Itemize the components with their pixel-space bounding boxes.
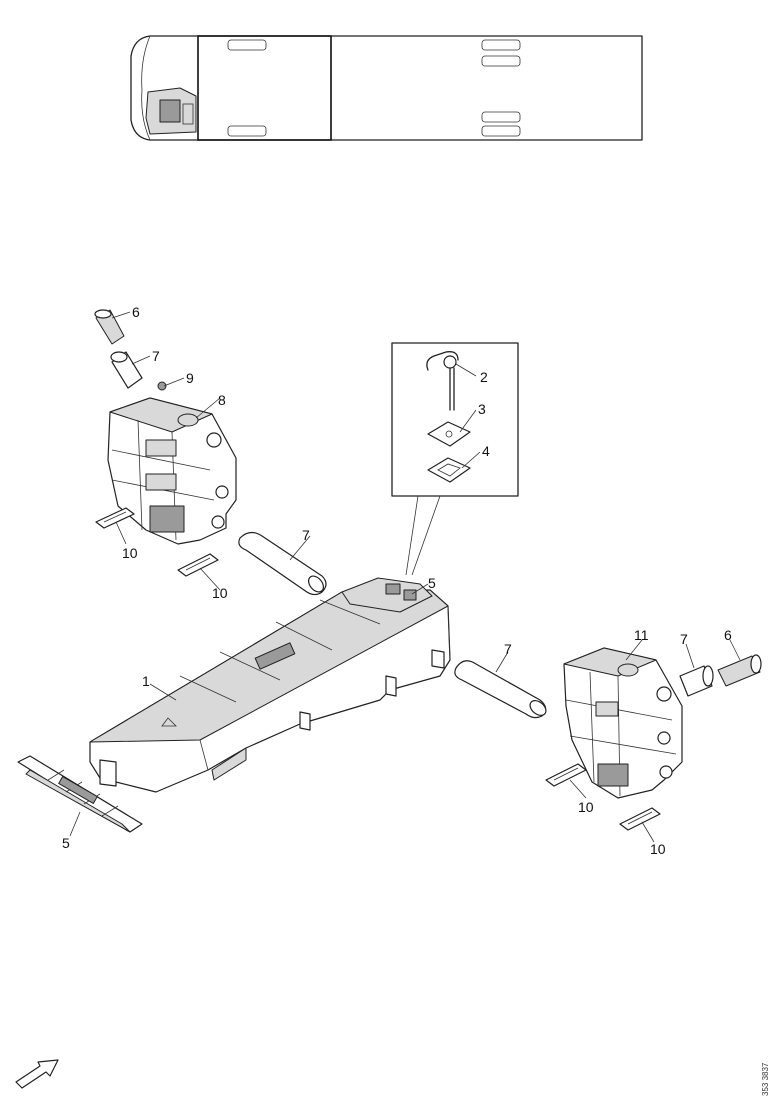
callout-7-top: 7 [152,348,160,364]
clip-right-a [545,763,587,787]
callout-10-right-b: 10 [650,841,666,857]
detail-inset [391,342,519,576]
callout-labels: 6 7 9 8 10 10 7 2 3 4 5 1 5 7 11 7 6 10 … [62,304,732,857]
callout-3: 3 [478,401,486,417]
clip-left-b [177,553,219,577]
callout-2: 2 [480,369,488,385]
callout-7-right-hose: 7 [504,641,512,657]
direction-arrow-icon [15,1059,59,1089]
clip-right-b [619,807,661,831]
callout-6-top: 6 [132,304,140,320]
callout-5-rail: 5 [62,835,70,851]
vehicle-overview [130,35,643,141]
callout-6-right: 6 [724,627,732,643]
callout-7-right: 7 [680,631,688,647]
connector-right [717,655,761,687]
callout-9: 9 [186,370,194,386]
callout-5-top: 5 [428,575,436,591]
left-housing-assembly [94,309,237,577]
main-tank [89,577,451,793]
clip-left-a [95,507,135,529]
callout-10-right-a: 10 [578,799,594,815]
hose-right [454,660,547,719]
hose-left [238,531,327,596]
callout-7-left-hose: 7 [302,527,310,543]
leader-lines [69,311,741,843]
valve-pin [426,351,459,411]
plate-upper [427,421,471,447]
drawing-number: 353 3837 [761,1062,770,1096]
highlight-frame [197,35,332,141]
callout-1: 1 [142,673,150,689]
callout-8: 8 [218,392,226,408]
frame-rail [17,755,143,833]
callout-10-left-b: 10 [212,585,228,601]
callout-4: 4 [482,443,490,459]
right-housing-assembly [545,647,762,831]
callout-10-left-a: 10 [122,545,138,561]
gasket-lower [427,457,471,483]
callout-11: 11 [634,627,649,643]
